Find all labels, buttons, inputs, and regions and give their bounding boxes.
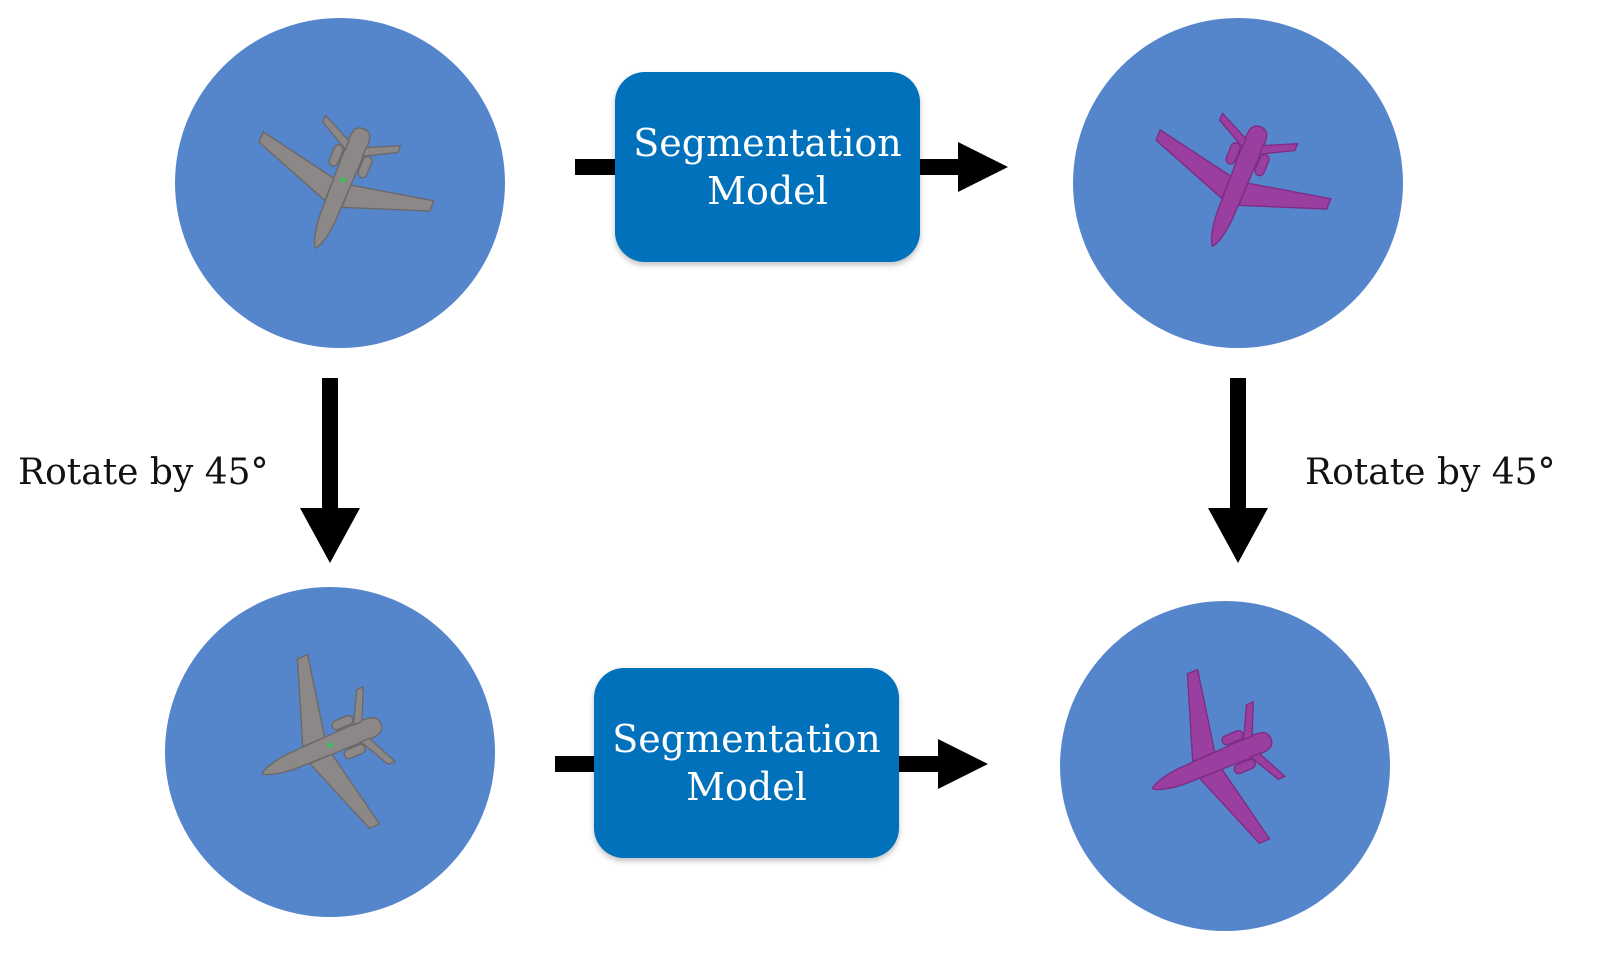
airplane-icon [229,93,450,284]
top-box-line1: Segmentation [633,121,902,165]
rotated-airplane-icon [225,638,418,860]
bottom-box-line2: Model [686,765,807,809]
bottom-box-line1: Segmentation [612,717,881,761]
right-rotate-label: Rotate by 45° [1305,452,1556,493]
bottom-segmentation-model-box: Segmentation Model [594,668,899,858]
right-rotate-arrow [1208,378,1268,563]
left-rotate-arrow [300,378,360,563]
top-segmentation-model-box: Segmentation Model [615,72,920,262]
left-rotate-label: Rotate by 45° [18,452,269,493]
top-box-line2: Model [707,169,828,213]
